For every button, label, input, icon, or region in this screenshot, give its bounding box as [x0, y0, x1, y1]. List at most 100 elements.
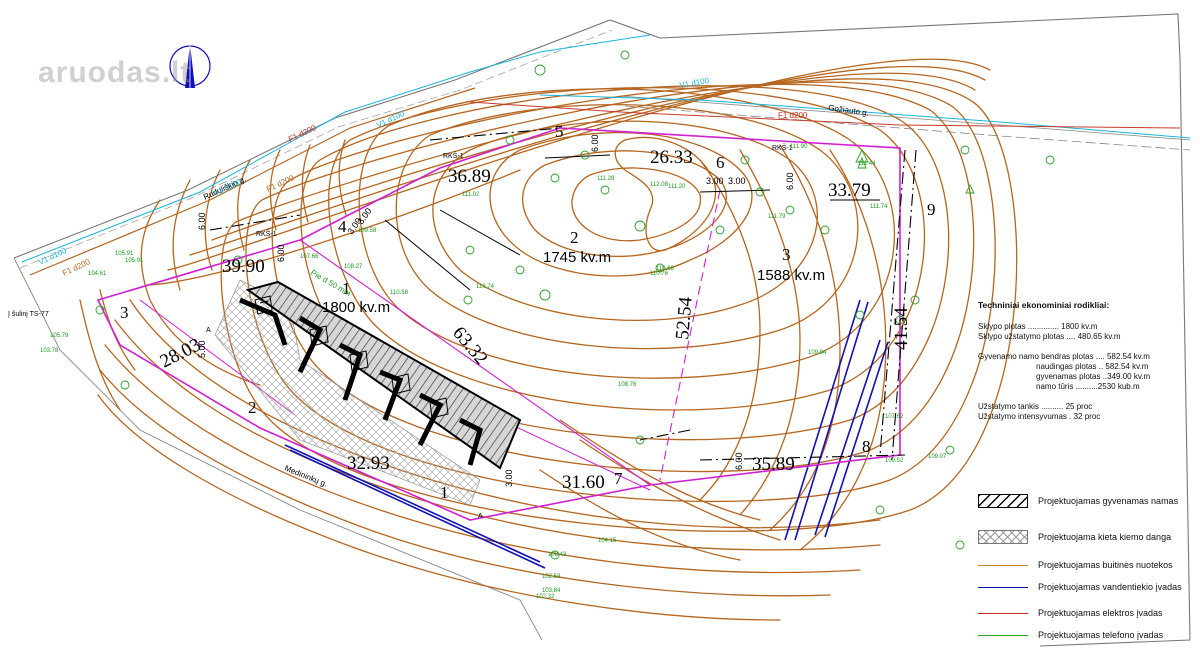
- legend-item-sewer: Projektuojamas buitinės nuotekos: [978, 554, 1198, 576]
- elevation-label: 102.58: [542, 574, 561, 580]
- legend-item-water: Projektuojamas vandentiekio įvadas: [978, 576, 1198, 598]
- elevation-label: 109.84: [808, 350, 827, 356]
- point-number: 9: [927, 200, 936, 219]
- plot-area: 1588 kv.m: [757, 267, 825, 284]
- offset-dimension: 3.00: [706, 176, 724, 186]
- offset-dimension: 6.00: [734, 452, 744, 470]
- utility-label: F1 d200: [287, 123, 318, 144]
- legend-label: Projektuojamas buitinės nuotekos: [1038, 560, 1173, 570]
- phone-line-swatch-icon: [978, 634, 1028, 636]
- point-number: 5: [555, 122, 564, 141]
- elevation-label: 111.90: [790, 144, 808, 150]
- hatch-swatch-icon: [978, 494, 1028, 508]
- elevation-label: 104.15: [598, 538, 617, 544]
- electric-line-swatch-icon: [978, 612, 1028, 614]
- technical-indicators-panel: Techniniai ekonominiai rodikliai: Sklypo…: [978, 300, 1193, 422]
- indicator-row: Sklypo užstatymo plotas .... 480.65 kv.m: [978, 332, 1121, 341]
- water-line-swatch-icon: [978, 586, 1028, 588]
- elevation-label: 103.78: [40, 348, 59, 354]
- segment-length: 32.93: [347, 453, 390, 474]
- elevation-label: 111.79: [768, 214, 786, 220]
- point-number: 4: [338, 217, 347, 236]
- segment-length: 33.79: [828, 180, 871, 201]
- water-main-east: [784, 299, 889, 541]
- utility-label: F1 d200: [778, 111, 808, 120]
- well-label: RKŠ-1: [256, 229, 277, 238]
- legend-item-paving: Projektuojama kieta kiemo danga: [978, 526, 1198, 548]
- elevation-label: 105.79: [50, 333, 69, 339]
- legend-label: Projektuojamas gyvenamas namas: [1038, 496, 1179, 506]
- point-number: 2: [248, 398, 257, 417]
- elevation-label: 111.28: [597, 176, 615, 182]
- elevation-label: 110.76: [650, 271, 669, 277]
- plot-division-2: [299, 239, 651, 486]
- well-label: RKŠ-1: [443, 151, 464, 160]
- elevation-label: 107.66: [300, 254, 319, 260]
- elevation-label: 103.84: [542, 588, 561, 594]
- elevation-label: 111.20: [668, 184, 686, 190]
- v1-water-line: [21, 34, 651, 263]
- offset-dimension: 3.00: [355, 206, 373, 226]
- offset-dimension: 3.00: [504, 469, 514, 487]
- elevation-label: 111.02: [462, 192, 480, 198]
- elevation-label: 108.27: [344, 264, 363, 270]
- legend-label: Projektuojamas telefono įvadas: [1038, 630, 1164, 640]
- point-number: 8: [862, 437, 871, 456]
- indicators-title: Techniniai ekonominiai rodikliai:: [978, 300, 1110, 310]
- water-main-south: [284, 444, 546, 569]
- plot-area: 1745 kv.m: [543, 249, 611, 266]
- plot-number: 1: [342, 279, 351, 298]
- point-number: 3: [120, 303, 129, 322]
- plot-area: 1800 kv.m: [322, 299, 390, 316]
- elevation-label: 110.68: [656, 266, 675, 272]
- elevation-label: 109.52: [885, 458, 904, 464]
- offset-dimension: 5.00: [197, 340, 207, 358]
- well-label: A: [478, 513, 483, 520]
- elevation-label: 108.43: [548, 552, 567, 558]
- building-limit-lines: [209, 127, 917, 461]
- f1-sewer-line: [29, 87, 476, 276]
- indicator-row: Sklypo plotas .............. 1800 kv.m: [978, 322, 1098, 331]
- elevation-label: 111.74: [870, 204, 888, 210]
- elevation-label: 109.07: [928, 454, 947, 460]
- legend-item-electric: Projektuojamas elektros įvadas: [978, 602, 1198, 624]
- offset-dimension: 6.00: [785, 172, 795, 190]
- elevation-label: 102.32: [536, 594, 555, 600]
- elevation-label: 107.62: [885, 414, 904, 420]
- elevation-label: 112.08: [650, 182, 669, 188]
- legend-label: Projektuojamas elektros įvadas: [1038, 608, 1163, 618]
- plot-division-1: [659, 189, 721, 481]
- sewer-line-swatch-icon: [978, 564, 1028, 566]
- offset-dimension: 6.00: [590, 134, 600, 152]
- gozauto-street-edge: [619, 95, 1191, 141]
- elevation-label: 110.74: [476, 284, 495, 290]
- north-arrow: [169, 44, 211, 88]
- elevation-label: 105.91: [115, 251, 134, 257]
- indicator-row: Užstatymo intensyvumas . 32 proc: [978, 412, 1101, 421]
- segment-length: 26.33: [650, 147, 693, 168]
- crosshatch-swatch-icon: [978, 530, 1028, 544]
- map-legend: Projektuojamas gyvenamas namas Projektuo…: [978, 490, 1198, 646]
- elevation-label: 105.91: [125, 258, 144, 264]
- offset-dimension: 6.00: [197, 212, 207, 230]
- road-edge-north-2: [19, 29, 613, 269]
- elevation-label: 108.76: [618, 382, 637, 388]
- legend-label: Projektuojama kieta kiemo danga: [1038, 532, 1172, 542]
- v1-water-line-east: [539, 94, 1191, 139]
- segment-length: 35.89: [752, 454, 795, 475]
- elevation-label: 110.58: [390, 290, 409, 296]
- indicator-row: gyvenamas plotas ..349.00 kv.m: [1036, 372, 1151, 381]
- legend-label: Projektuojamas vandentiekio įvadas: [1038, 582, 1182, 592]
- well-label: Į šulinį TS-77: [8, 311, 49, 318]
- green-markers: [95, 50, 1055, 560]
- plot-number: 2: [570, 228, 579, 247]
- segment-length: 39.90: [222, 256, 265, 277]
- elevation-label: 109.58: [358, 228, 377, 234]
- designed-house: [239, 280, 522, 470]
- segment-length: 63.32: [448, 323, 492, 369]
- segment-length: 31.60: [562, 472, 605, 493]
- aruodas-watermark: aruodas.lt: [38, 56, 192, 89]
- utility-label: V1 d100: [37, 246, 68, 267]
- legend-item-phone: Projektuojamas telefono įvadas: [978, 624, 1198, 646]
